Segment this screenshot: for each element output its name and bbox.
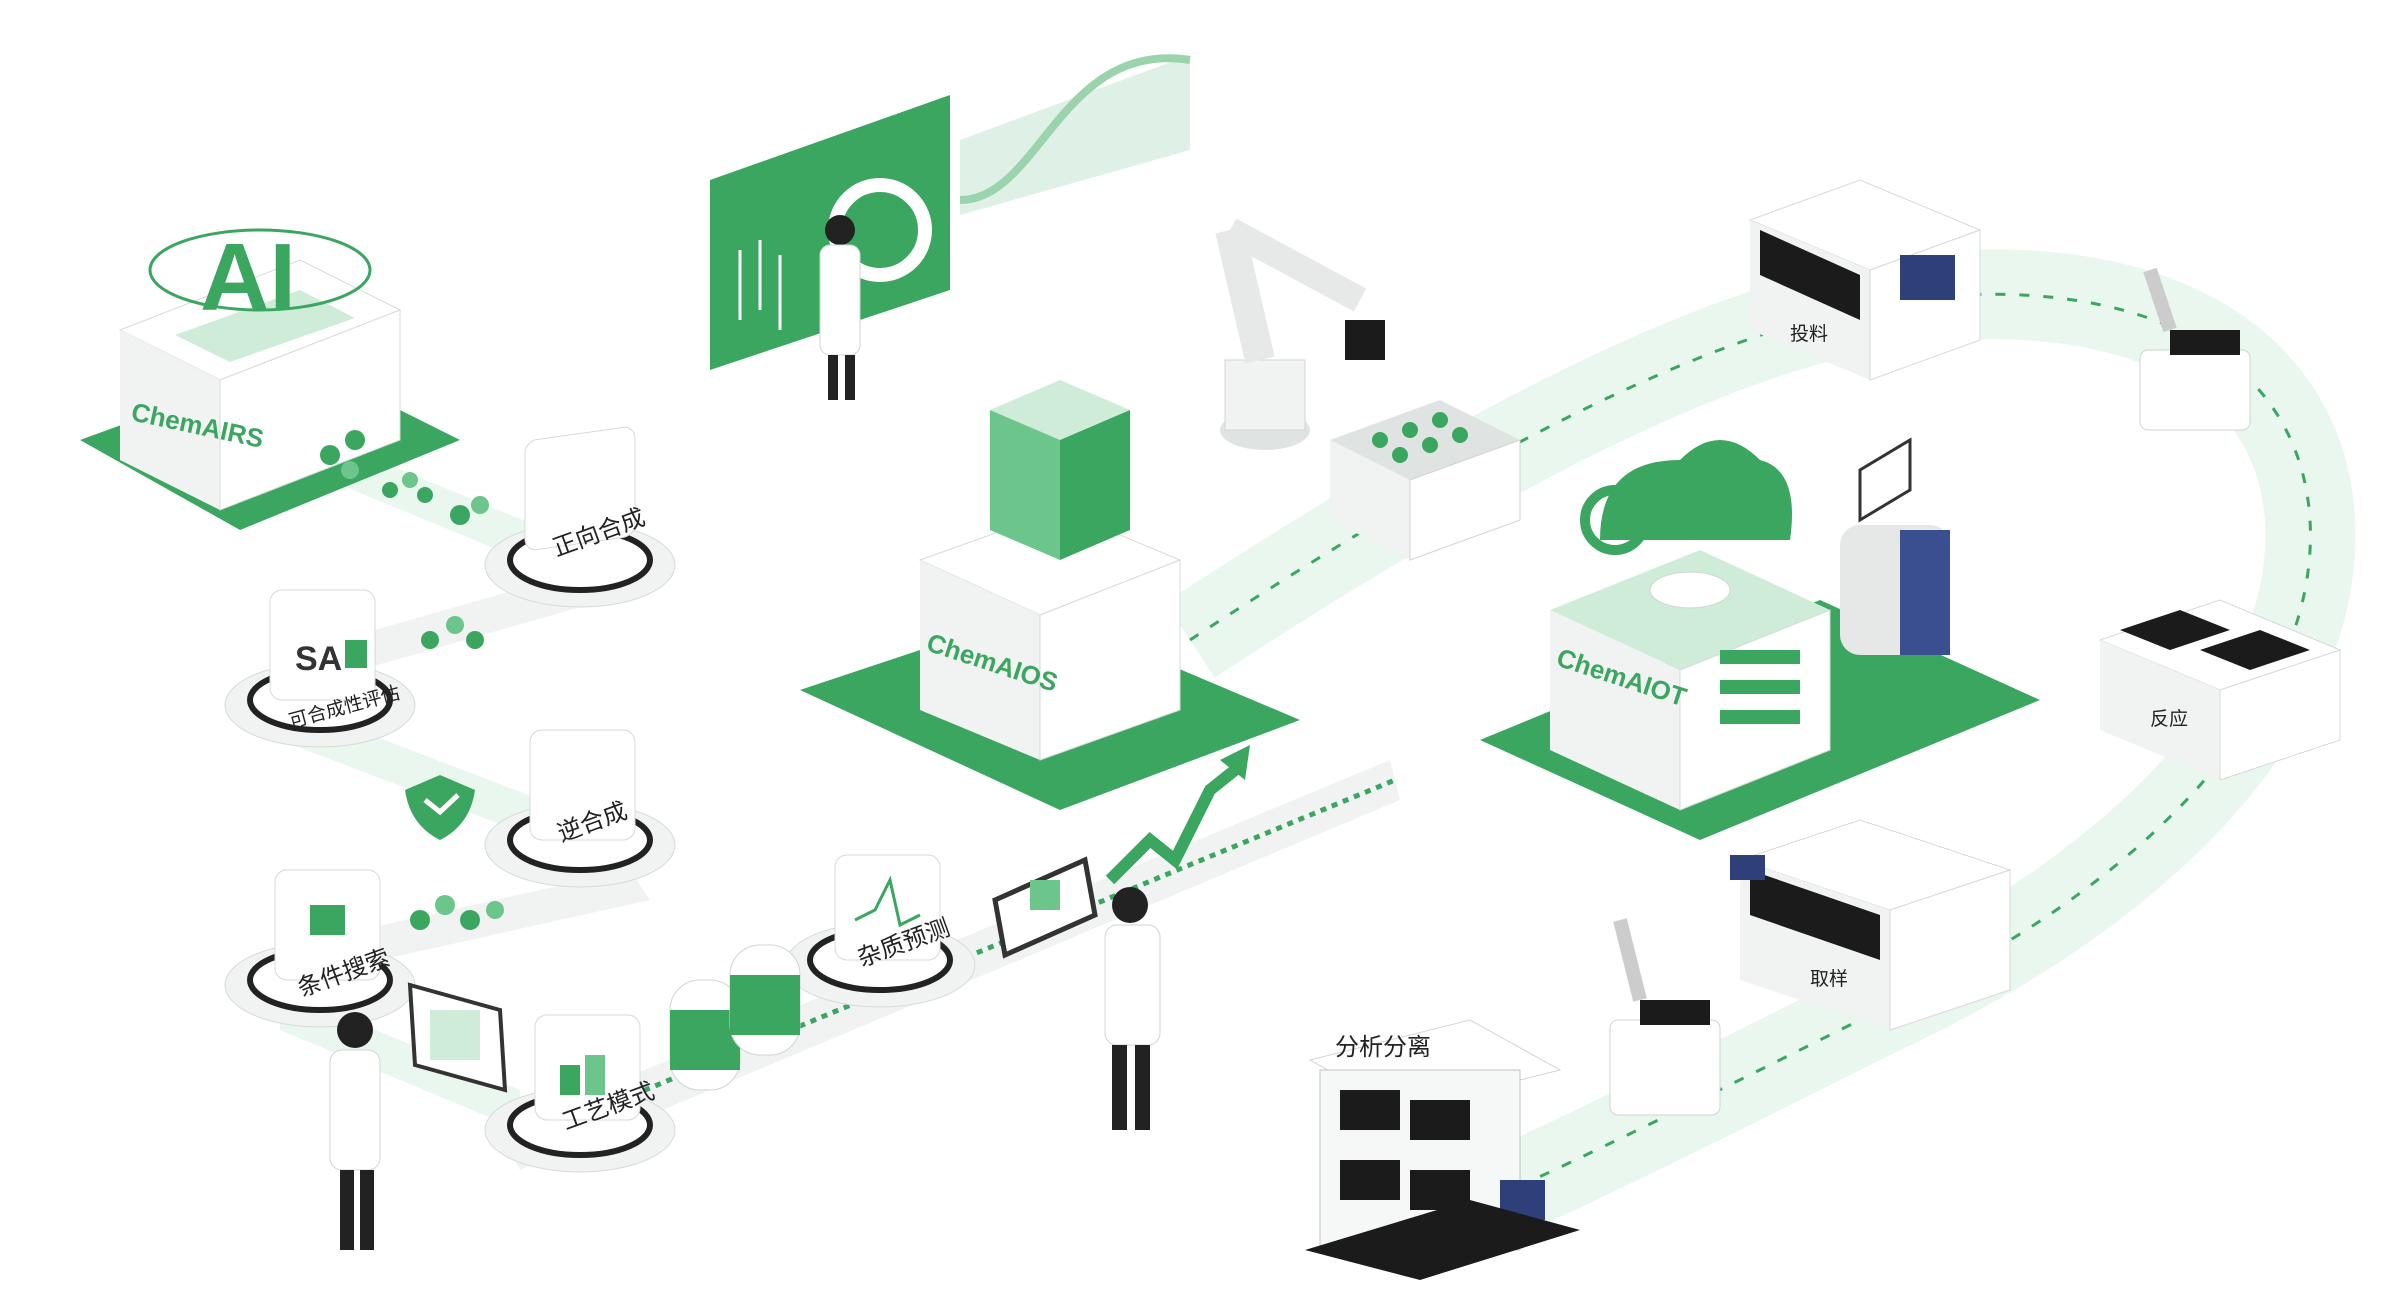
lab-loop-band: [1165, 249, 2356, 1272]
scientist-at-board: [819, 215, 861, 400]
shield-icon: [405, 775, 475, 840]
vial-rack: [1330, 400, 1521, 561]
station-analysis-separation[interactable]: 分析分离: [1305, 1019, 1580, 1280]
sa-badge: SA: [295, 640, 342, 678]
module-impurity-prediction[interactable]: 杂质预测: [784, 854, 976, 1008]
reactor-tanks: [669, 944, 801, 1091]
module-synthesizability[interactable]: SA 可合成性评估: [224, 589, 416, 748]
station-feeding[interactable]: 投料: [1748, 179, 1982, 381]
station-reaction[interactable]: 反应: [2098, 599, 2342, 781]
chemaios-machine: ChemAIOS: [800, 380, 1300, 810]
module-condition-search[interactable]: 条件搜索: [224, 869, 416, 1028]
storage-tank: [1840, 437, 1950, 655]
scientist-with-tablet: [329, 982, 508, 1250]
molecule-icons: [320, 430, 504, 930]
scientist-standing: [1104, 887, 1161, 1130]
presentation-board: [710, 54, 1191, 370]
robot-arm: [1215, 218, 1385, 450]
sampling-label: 取样: [1810, 968, 1848, 990]
robot-cart-top: [2139, 267, 2251, 431]
module-retrosynthesis[interactable]: 逆合成: [484, 729, 676, 888]
ai-logo-block: AI: [200, 224, 296, 331]
module-forward-synthesis[interactable]: 正向合成: [484, 426, 676, 608]
reaction-label: 反应: [2150, 708, 2188, 730]
growth-arrow-icon: [1105, 745, 1250, 885]
tablet-chart: [992, 856, 1098, 959]
analysis-separation-label: 分析分离: [1335, 1033, 1431, 1061]
station-sampling[interactable]: 取样: [1730, 819, 2012, 1031]
robot-cart-bottom: [1609, 918, 1721, 1116]
module-process-mode[interactable]: 工艺模式: [484, 1014, 676, 1173]
feeding-label: 投料: [1790, 323, 1828, 345]
chemairs-machine: AI ChemAIRS: [80, 224, 460, 530]
chemaiot-machine: ChemAIOT: [1480, 440, 2040, 840]
